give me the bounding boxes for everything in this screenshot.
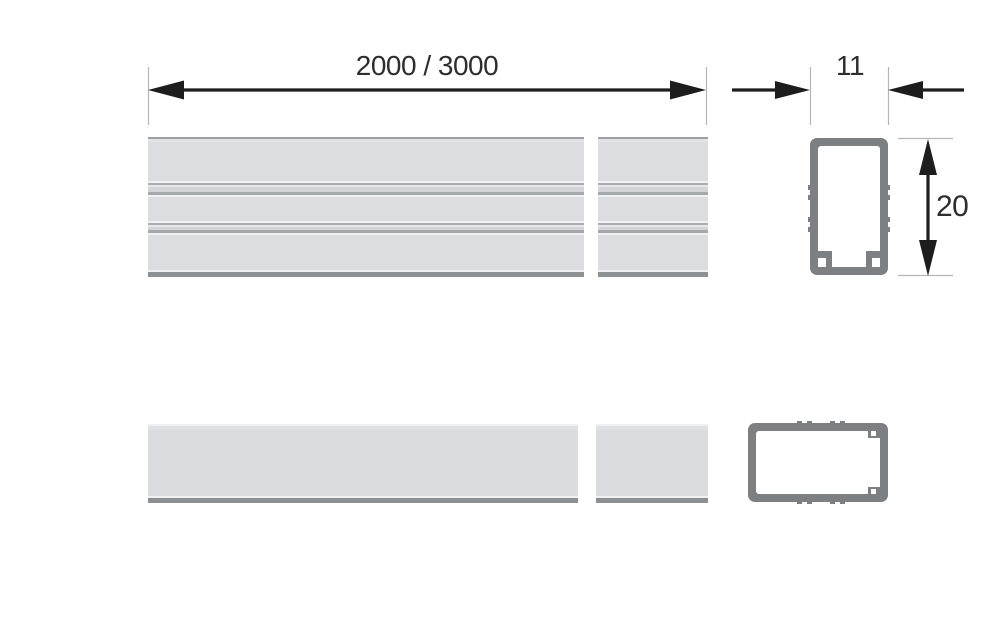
arrowhead-up-icon [919,139,937,175]
cross-section-shape [808,138,890,275]
section-cavity [756,431,880,494]
profile-top-view-segment-left [148,424,578,503]
height-dimension-arrow [919,139,937,276]
hook-bottom-slot [871,489,876,494]
side-nubs [808,185,890,232]
hook-right-slot [872,258,880,267]
hook-left-slot [818,258,826,267]
arrowhead-right-icon [775,81,810,99]
height-dimension-label: 20 [936,190,969,223]
extension-lines [147,67,953,277]
section-cavity [818,146,880,267]
length-dimension-label: 2000 / 3000 [355,50,499,81]
cross-section-shape [748,421,888,504]
length-dimension-arrow [148,80,706,100]
profile-cross-section-upright [808,138,890,275]
profile-top-view-segment-right [596,424,708,503]
arrowhead-left-icon [148,80,184,100]
profile-cross-section-rotated [748,421,888,504]
width-dimension-label: 11 [835,50,865,81]
arrowhead-right-icon [670,80,706,100]
profile-front-view-segment-right [598,137,708,277]
edge-nubs [797,421,845,504]
arrowhead-left-icon [888,81,923,99]
arrowhead-down-icon [919,240,937,276]
width-dimension-arrows [732,81,964,99]
hook-top-slot [871,431,876,436]
profile-front-view-segment-left [148,137,584,277]
